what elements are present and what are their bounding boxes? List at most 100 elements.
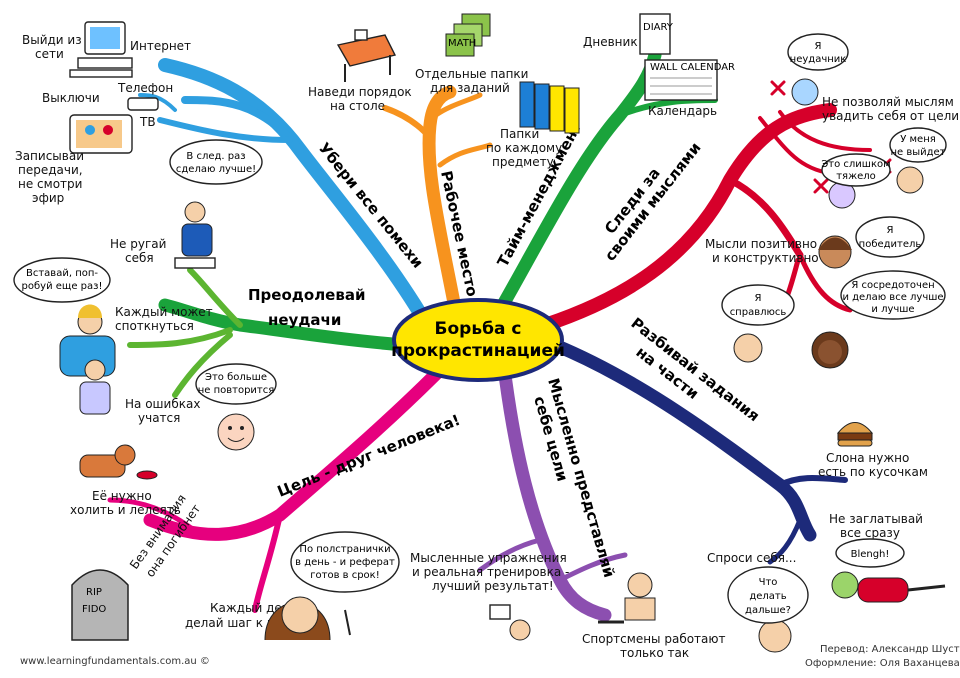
leaf-athletes-line2: только так (620, 646, 689, 660)
leaf-noscold-line2: себя (125, 251, 154, 265)
leaf-record-line1: Записывай (15, 149, 84, 163)
grave-text-line2: FIDO (82, 604, 106, 615)
bubble-loser-line1: Я (815, 41, 822, 52)
lying-man-illustration (831, 571, 946, 603)
branch-visualize (477, 368, 628, 622)
bubble-whatnext-line3: дальше? (745, 605, 791, 616)
bubble-getup-line1: Вставай, поп- (26, 268, 98, 279)
leaf-diary: Дневник (583, 35, 638, 49)
leaf-tidy-line1: Наведи порядок (308, 85, 412, 99)
phone-illustration (127, 97, 159, 111)
leaf-noswallow-line2: все сразу (840, 526, 900, 540)
leaf-folders-line2: для заданий (430, 81, 510, 95)
diary-cover-label: DIARY (643, 22, 674, 33)
center-title-line2: прокрастинацией (391, 341, 565, 361)
bubble-toohard-line1: Это слишком (821, 159, 890, 170)
branch-label-failure-line1: Преодолевай (248, 286, 365, 304)
bubble-nextime-line1: В след. раз (186, 151, 245, 162)
leaf-tidy-line2: на столе (330, 99, 385, 113)
dog-illustration (79, 444, 158, 480)
bubble-halfpage-line3: готов в срок! (310, 570, 379, 581)
bubble-toohard-line2: тяжело (836, 171, 876, 182)
bubble-winner-line2: победитель (859, 239, 922, 250)
writer-illustration (174, 201, 216, 269)
leaf-noscold-line1: Не ругай (110, 237, 166, 251)
bubble-winner-line1: Я (887, 225, 894, 236)
leaf-perfolder-line2: по каждому (486, 141, 562, 155)
footer-translation: Перевод: Александр Шуст (820, 644, 960, 655)
desk-illustration (336, 29, 397, 82)
leaf-stumble-line2: споткнуться (115, 319, 194, 333)
folder-tab-label: MATH (448, 38, 476, 49)
branch-goal (107, 363, 447, 613)
footer-design: Оформление: Оля Ваханцева (805, 658, 960, 669)
bubble-nextime-line2: сделаю лучше! (176, 164, 256, 175)
leaf-exercise-line1: Мысленные упражнения (410, 551, 567, 565)
leaf-elephant-line2: есть по кусочкам (818, 465, 928, 479)
mother-child-illustration (59, 304, 116, 415)
bubble-loser-line2: неудачник (790, 54, 847, 65)
branch-workplace (382, 85, 493, 315)
bubble-wontwork-line1: У меня (900, 134, 936, 145)
folders-illustration: MATH (445, 13, 491, 57)
computer-illustration (69, 21, 133, 78)
bubble-cope-line2: справлюсь (730, 307, 787, 318)
calendar-illustration: WALL CALENDAR (644, 59, 735, 101)
binders-illustration (519, 81, 580, 134)
branch-parts (548, 338, 848, 565)
bubble-getup-line2: робуй еще раз! (22, 281, 103, 292)
bubble-focused-line2: и делаю все лучше (842, 292, 943, 303)
bubble-halfpage-line1: По полстранички (299, 544, 390, 555)
branch-label-failure-line2: неудачи (268, 311, 341, 329)
leaf-record-line4: эфир (32, 191, 64, 205)
leaf-exercise-line3: лучший результат! (432, 579, 554, 593)
leaf-record-line3: не смотри (18, 177, 82, 191)
leaf-record-line2: передачи, (18, 163, 83, 177)
bubble-wontwork-line2: не выйдет (890, 147, 945, 158)
leaf-noswallow-line1: Не заглатывай (829, 512, 923, 526)
leaf-perfolder-line3: предмету (492, 155, 554, 169)
leaf-care-line2: холить и лелеять (70, 503, 181, 517)
leaf-phone-off: Выключи (42, 91, 100, 105)
leaf-dont-line1: Не позволяй мыслям (822, 95, 954, 109)
branch-failure (127, 267, 412, 398)
gym-illustration (489, 572, 656, 641)
leaf-folders-line1: Отдельные папки (415, 67, 528, 81)
branch-label-goal: Цель - друг человека! (275, 411, 463, 501)
leaf-stumble-line1: Каждый может (115, 305, 213, 319)
leaf-care-line1: Её нужно (92, 489, 152, 503)
center-title-line1: Борьба с (435, 319, 522, 339)
speech-bubbles: В след. раз сделаю лучше! Вставай, поп- … (13, 33, 947, 624)
leaf-athletes-line1: Спортсмены работают (582, 632, 726, 646)
leaf-learn-line2: учатся (138, 411, 180, 425)
leaf-tv: ТВ (139, 115, 156, 129)
bubble-focused-line1: Я сосредоточен (851, 280, 934, 291)
branch-distractions (138, 58, 437, 337)
leaf-logout-line2: сети (35, 47, 64, 61)
leaf-askself: Спроси себя... (707, 551, 796, 565)
calendar-header-label: WALL CALENDAR (650, 62, 735, 73)
bubble-focused-line3: и лучше (871, 304, 914, 315)
branch-label-parts-line1: Разбивай задания (628, 314, 763, 425)
leaf-positive-line1: Мысли позитивно (705, 237, 817, 251)
leaf-calendar: Календарь (648, 104, 717, 118)
grave-text-line1: RIP (86, 587, 102, 598)
leaf-positive-line2: и конструктивно (712, 251, 819, 265)
girl-illustration (264, 596, 351, 641)
bubble-whatnext-line1: Что (759, 577, 778, 588)
burger-illustration (836, 422, 874, 447)
leaf-exercise-line2: и реальная тренировка - (412, 565, 569, 579)
leaf-internet: Интернет (130, 39, 191, 53)
diary-illustration: DIARY (639, 13, 674, 55)
leaf-dont-line2: увадить себя от цели (822, 109, 959, 123)
leaf-learn-line1: На ошибках (125, 397, 200, 411)
center-node: Борьба с прокрастинацией (391, 298, 565, 382)
smiling-head-illustration (217, 413, 255, 451)
bubble-blengh: Blengh! (851, 549, 890, 560)
bubble-halfpage-line2: в день - и реферат (295, 557, 395, 568)
leaf-perfolder-line1: Папки (500, 127, 539, 141)
bubble-never-line2: не повторится (198, 385, 275, 396)
leaf-logout-line1: Выйди из (22, 33, 82, 47)
thinking-face-illustration (758, 619, 792, 653)
